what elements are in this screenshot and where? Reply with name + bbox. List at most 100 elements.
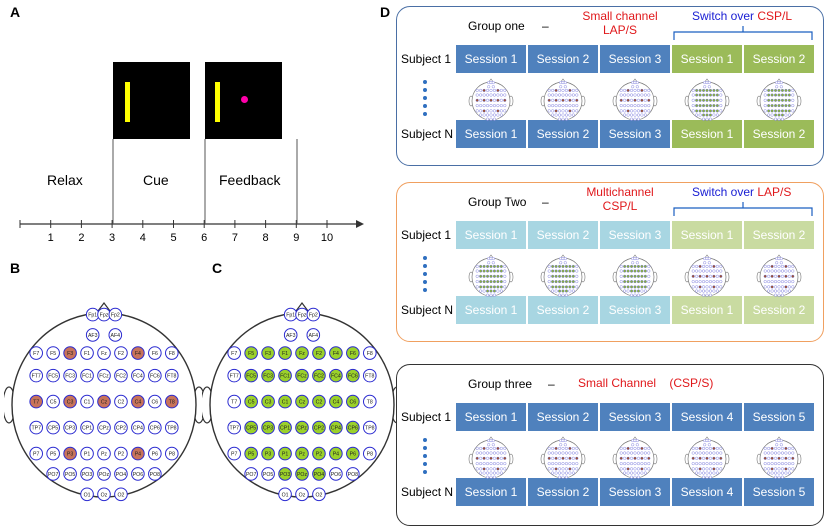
- electrode-t8: [165, 394, 179, 409]
- session-cell: Session 3: [599, 119, 671, 149]
- session-cell: Session 3: [599, 402, 671, 432]
- group-condition: Small Channel (CSP/S): [578, 376, 714, 390]
- electrode-label: CPz: [99, 426, 109, 432]
- electrode-po7: [244, 467, 258, 481]
- electrode-label: FC5: [246, 374, 256, 380]
- montage-thumbnail: [540, 78, 586, 121]
- electrode-label: FT8: [365, 374, 374, 380]
- electrode-f5: [46, 346, 60, 360]
- electrode-label: P4: [333, 452, 339, 458]
- session-cell: Session 1: [671, 44, 743, 74]
- session-cell: Session 1: [455, 44, 527, 74]
- tick-label: 4: [139, 232, 146, 244]
- electrode-fc1: [80, 368, 94, 383]
- electrode-poz: [295, 467, 309, 481]
- timeline: [19, 139, 364, 228]
- electrode-label: P1: [282, 452, 288, 458]
- electrode-label: Fp2: [309, 313, 318, 319]
- electrode-t7: [227, 394, 242, 409]
- switch-label: Switch over LAP/S: [692, 185, 791, 199]
- electrode-po5: [261, 467, 275, 481]
- switch-bracket: [673, 26, 813, 40]
- electrode-label: AF3: [286, 333, 296, 339]
- electrode-label: FCz: [99, 374, 109, 380]
- electrode-label: TP7: [31, 426, 41, 432]
- electrode-tp7: [29, 420, 44, 435]
- electrode-cp2: [312, 420, 326, 435]
- electrode-cp6: [346, 420, 360, 435]
- electrode-c5: [244, 394, 258, 409]
- electrode-p3: [261, 446, 275, 461]
- electrode-label: P1: [84, 452, 90, 458]
- electrode-label: PO6: [331, 472, 341, 478]
- electrode-label: PO4: [116, 472, 126, 478]
- panel-d-letter: D: [380, 4, 391, 20]
- session-cell: Session 1: [455, 402, 527, 432]
- electrode-label: CP4: [133, 426, 143, 432]
- electrode-label: FT7: [230, 374, 239, 380]
- cue-bar: [125, 82, 130, 122]
- electrode-label: F5: [50, 351, 56, 357]
- electrode-po7: [46, 467, 60, 481]
- electrode-c3: [261, 394, 275, 409]
- electrode-o1: [278, 487, 292, 502]
- electrode-fp2: [108, 307, 123, 322]
- electrode-label: FC4: [331, 374, 341, 380]
- electrode-label: PO3: [82, 472, 92, 478]
- electrode-p7: [227, 446, 242, 461]
- subject-last-label: Subject N: [401, 303, 454, 317]
- electrode-label: AF4: [309, 333, 319, 339]
- group-title: Group one: [468, 19, 525, 33]
- electrode-label: T8: [169, 400, 175, 406]
- electrode-ft7: [227, 368, 242, 383]
- electrode-fc6: [148, 368, 162, 383]
- electrode-label: CPz: [297, 426, 307, 432]
- electrode-f3: [63, 346, 77, 360]
- electrode-po4: [312, 467, 326, 481]
- montage-thumbnail: [540, 254, 586, 297]
- electrode-label: FC5: [48, 374, 58, 380]
- montage-thumbnail: [468, 254, 514, 297]
- electrode-label: CP6: [150, 426, 160, 432]
- electrode-ft8: [165, 368, 179, 383]
- electrode-po5: [63, 467, 77, 481]
- electrode-label: T8: [367, 400, 373, 406]
- electrode-label: CP5: [246, 426, 256, 432]
- electrode-fcz: [97, 368, 111, 383]
- electrode-label: P3: [67, 452, 73, 458]
- electrode-tp7: [227, 420, 242, 435]
- subjects-ellipsis: [423, 438, 431, 474]
- electrode-cz: [295, 394, 309, 409]
- electrode-poz: [97, 467, 111, 481]
- electrode-label: FC3: [263, 374, 273, 380]
- electrode-tp8: [165, 420, 179, 435]
- electrode-label: Fp2: [111, 313, 120, 319]
- electrode-o2: [312, 487, 326, 502]
- electrode-label: CP5: [48, 426, 58, 432]
- subject-first-label: Subject 1: [401, 52, 452, 66]
- electrode-c5: [46, 394, 60, 409]
- session-cell: Session 1: [671, 220, 743, 250]
- panel-b-letter: B: [10, 260, 21, 276]
- electrode-fz: [295, 346, 309, 360]
- electrode-cp5: [46, 420, 60, 435]
- electrode-cp2: [114, 420, 128, 435]
- session-cell: Session 3: [599, 295, 671, 325]
- electrode-label: F4: [135, 351, 141, 357]
- electrode-label: F8: [367, 351, 373, 357]
- panel-c-letter: C: [212, 260, 223, 276]
- electrode-label: FT8: [167, 374, 176, 380]
- electrode-pz: [97, 446, 111, 461]
- electrode-oz: [295, 487, 309, 502]
- electrode-oz: [97, 487, 111, 502]
- electrode-label: TP8: [167, 426, 177, 432]
- switch-prefix: Switch over: [692, 185, 758, 199]
- electrode-label: Pz: [101, 452, 107, 458]
- electrode-label: PO7: [48, 472, 58, 478]
- subject-first-label: Subject 1: [401, 228, 452, 242]
- electrode-cp6: [148, 420, 162, 435]
- electrode-label: FC4: [133, 374, 143, 380]
- electrode-label: C2: [316, 400, 323, 406]
